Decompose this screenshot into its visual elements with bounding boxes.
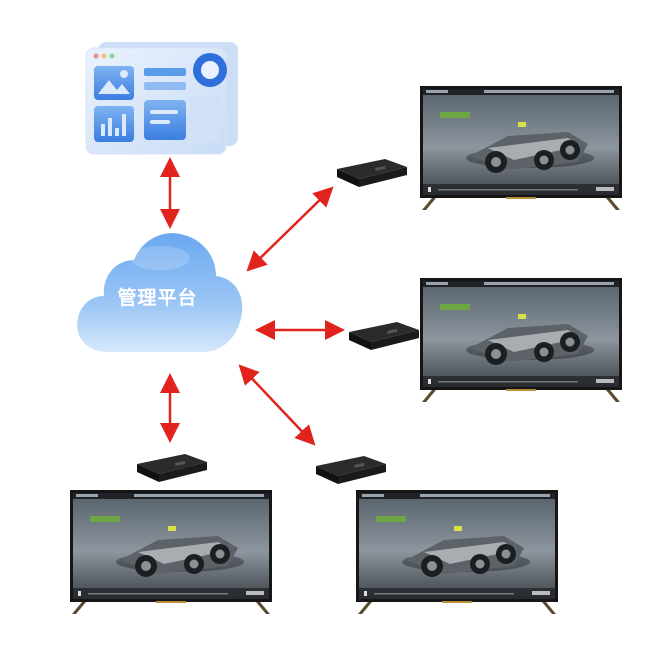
set-top-box-icon — [133, 450, 209, 484]
arrow-cloud-tv4 — [238, 364, 316, 446]
set-top-box-icon — [345, 318, 421, 352]
arrow-cloud-tv1 — [246, 186, 334, 272]
dashboard-icon — [82, 40, 240, 158]
monitor-icon — [418, 86, 624, 214]
monitor-icon — [418, 278, 624, 406]
monitor-icon — [68, 490, 274, 618]
set-top-box-icon — [333, 155, 409, 189]
cloud-icon: 管理平台 — [70, 228, 245, 356]
platform-label: 管理平台 — [117, 287, 198, 309]
monitor-icon — [354, 490, 560, 618]
set-top-box-icon — [312, 452, 388, 486]
